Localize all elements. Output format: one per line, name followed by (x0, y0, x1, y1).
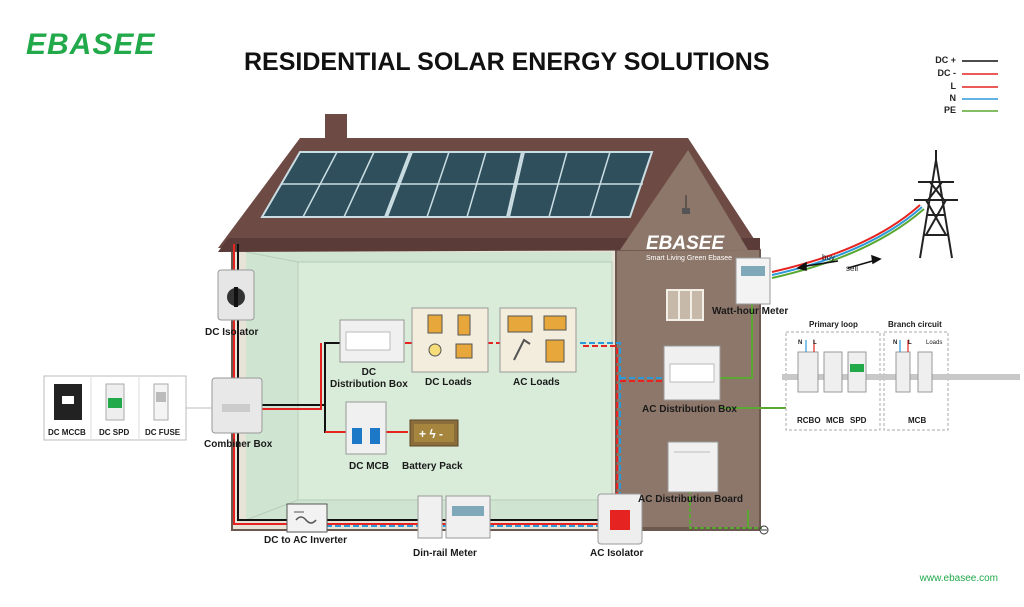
dc-fuse-icon (153, 383, 169, 421)
label-rcbo: RCBO (797, 416, 821, 425)
house-brand-logo: EBASEE (646, 233, 725, 254)
dc-isolator-icon (217, 269, 255, 321)
inverter-icon (286, 503, 328, 533)
label-branch-circuit: Branch circuit (888, 320, 942, 329)
svg-text:+ ϟ -: + ϟ - (419, 427, 443, 441)
label-primary-mcb: MCB (826, 416, 845, 425)
legend-l: L (950, 81, 957, 91)
label-ac-distribution-board: AC Distribution Board (638, 494, 743, 505)
ac-distribution-box-icon (663, 345, 721, 401)
label-branch-mcb: MCB (908, 416, 927, 425)
watt-hour-meter-icon (735, 257, 771, 305)
page-title: RESIDENTIAL SOLAR ENERGY SOLUTIONS (244, 48, 770, 76)
dc-spd-icon (105, 383, 125, 421)
terminal-primary-l: L (813, 340, 817, 346)
dc-loads-icons (427, 314, 473, 359)
label-battery-pack: Battery Pack (402, 461, 463, 472)
ac-loads-icons (507, 315, 567, 363)
house-brand-tagline: Smart Living Green Ebasee (646, 255, 732, 262)
battery-pack-icon: + ϟ - (409, 419, 459, 447)
label-dc-loads: DC Loads (425, 377, 472, 388)
brand-logo: EBASEE (26, 28, 156, 61)
label-ac-isolator: AC Isolator (590, 548, 644, 559)
ac-distribution-board-icon (667, 441, 719, 493)
legend-dc-minus: DC - (937, 68, 957, 78)
transmission-tower-icon (914, 150, 958, 259)
label-dc-mcb: DC MCB (349, 461, 389, 472)
label-combiner-box: Combiner Box (204, 439, 273, 450)
din-rail-meter-icon (417, 495, 491, 539)
label-dc-distribution-box: DC Distribution Box (330, 367, 408, 390)
dc-distribution-box-icon (339, 319, 405, 363)
dc-mcb-icon (345, 401, 387, 455)
label-primary-loop: Primary loop (809, 320, 858, 329)
gable (620, 150, 748, 250)
label-dc-spd: DC SPD (99, 428, 130, 437)
label-dc-fuse: DC FUSE (145, 428, 181, 437)
legend-lines (962, 60, 998, 112)
dc-mccb-icon (54, 384, 82, 420)
legend-dc-plus: DC + (935, 55, 956, 65)
ac-isolator-icon (597, 493, 643, 545)
grid-flow-arrows (796, 254, 882, 271)
label-inverter: DC to AC Inverter (264, 535, 347, 546)
legend-pe: PE (943, 105, 956, 115)
side-window (666, 289, 704, 321)
dc-loads-panel (411, 307, 489, 373)
legend-n: N (949, 93, 957, 103)
label-buy: buy (822, 253, 835, 262)
combiner-box-icon (211, 377, 263, 434)
label-sell: sell (846, 264, 859, 273)
terminal-primary-n: N (798, 340, 803, 346)
label-ac-distribution-box: AC Distribution Box (642, 404, 737, 415)
grid-wire (771, 204, 921, 273)
terminal-branch-l: L (908, 340, 912, 346)
label-loads: Loads (926, 340, 943, 346)
ceiling-light (682, 208, 690, 214)
label-watt-hour-meter: Watt-hour Meter (712, 306, 789, 317)
label-spd: SPD (850, 416, 867, 425)
ground-icon (759, 525, 769, 535)
label-ac-loads: AC Loads (513, 377, 560, 388)
branch-circuit-devices (895, 351, 933, 393)
branch-circuit-panel (883, 331, 949, 431)
website-url: www.ebasee.com (919, 573, 998, 584)
label-dc-isolator: DC Isolator (205, 327, 259, 338)
label-dc-mccb: DC MCCB (48, 428, 86, 437)
terminal-branch-n: N (893, 340, 898, 346)
label-din-rail-meter: Din-rail Meter (413, 548, 477, 559)
chimney (325, 114, 347, 144)
